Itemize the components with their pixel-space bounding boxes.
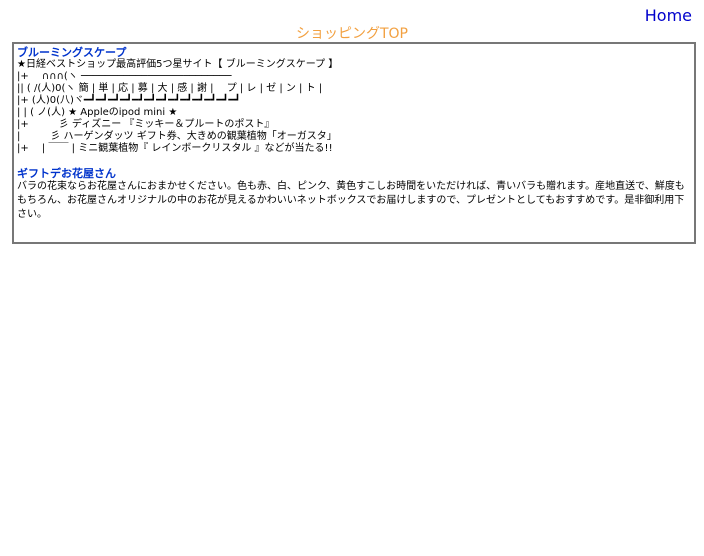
- shop-ad-line: |+ (人)0(八)ヾ━┛━┛━┛━┛━┛━┛━┛━┛━┛━┛━┛━┛━┛: [17, 95, 241, 106]
- shop-title-bloomingscape[interactable]: ブルーミングスケープ: [17, 46, 127, 59]
- shop-ad-line: | 彡 ハーゲンダッツ ギフト券、大きめの観葉植物「オーガスタ」: [17, 131, 337, 142]
- shop-description: バラの花束ならお花屋さんにおまかせください。色も赤、白、ピンク、黄色すこしお時間…: [17, 181, 685, 220]
- shop-ad-line: |+ | ￣￣ | ミニ観葉植物『 レインボークリスタル 』などが当たる!!: [17, 143, 333, 154]
- shop-ad-line: | | ( ノ(人) ★ Appleのipod mini ★: [17, 107, 178, 118]
- shop-ad-line: ★日経ベストショップ最高評価5つ星サイト【 ブルーミングスケープ 】: [17, 59, 339, 70]
- shop-title-gift-flower[interactable]: ギフトデお花屋さん: [17, 167, 116, 180]
- home-link[interactable]: Home: [644, 6, 692, 25]
- shop-ad-line: |+ ∩∩∩(ヽ ─────────────────────────: [17, 71, 232, 82]
- shop-ad-line: |+ 彡 ディズニー 『ミッキー＆プルートのポスト』: [17, 119, 275, 130]
- section-spacer: [17, 155, 691, 167]
- shop-list-box: ブルーミングスケープ ★日経ベストショップ最高評価5つ星サイト【 ブルーミングス…: [12, 42, 696, 244]
- page-title: ショッピングTOP: [295, 26, 408, 42]
- shop-ad-line: || ( /(人)0(ヽ 簡 | 単 | 応 | 募 | 大 | 感 | 謝 |…: [17, 83, 323, 94]
